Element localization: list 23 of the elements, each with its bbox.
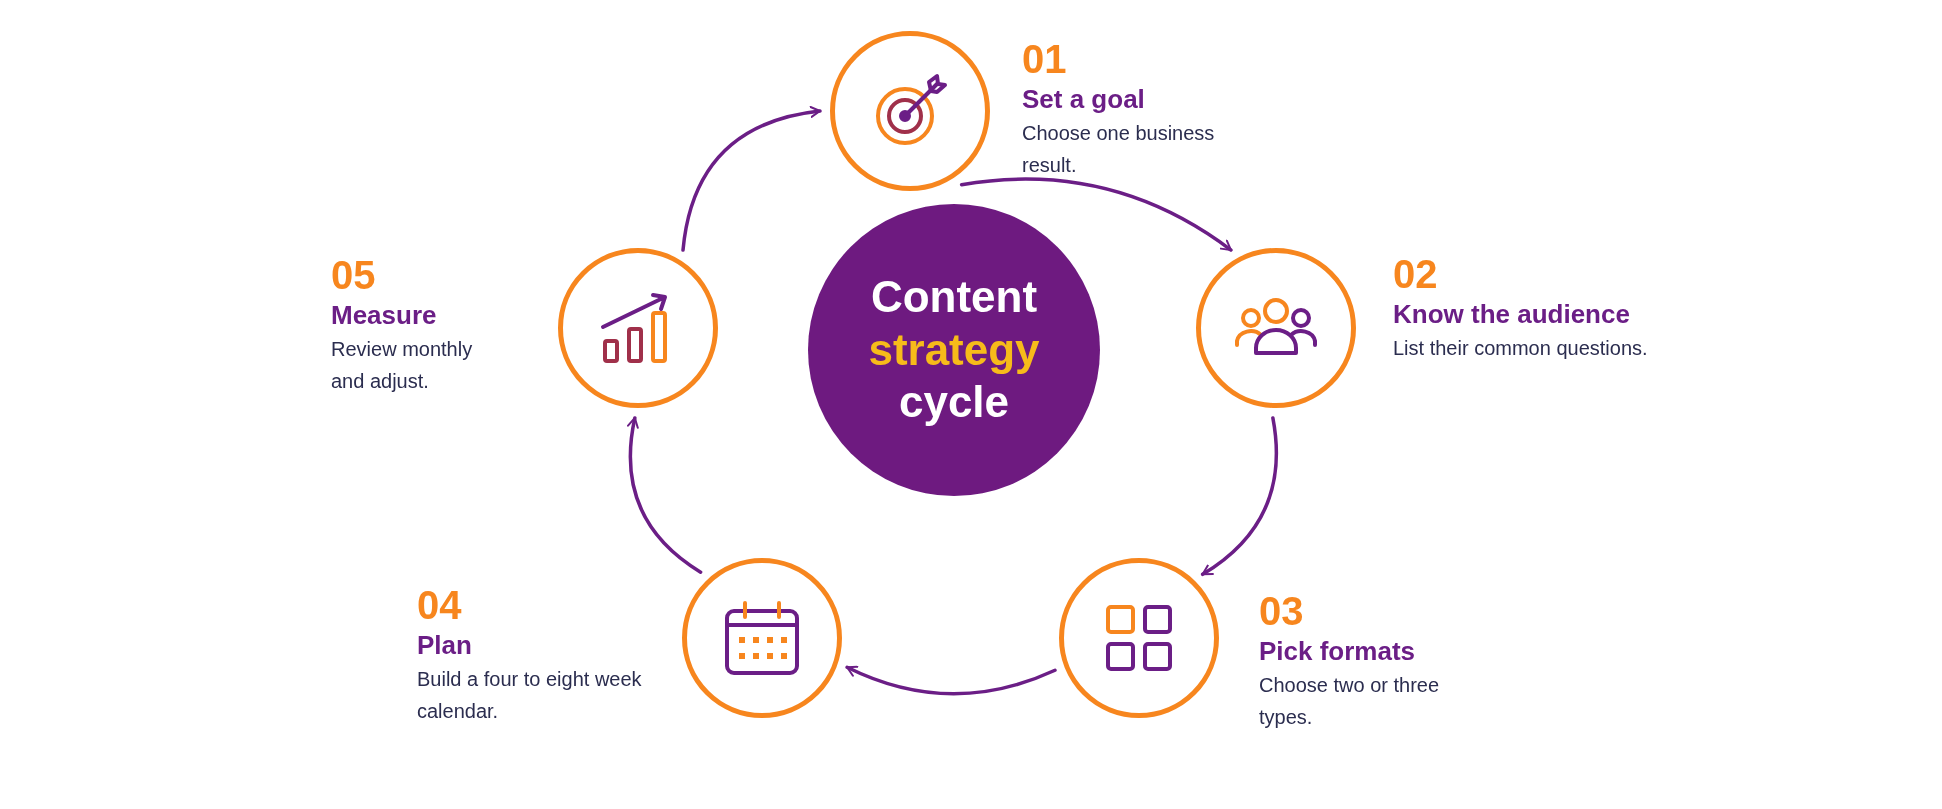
step-number: 05 [331,253,377,297]
hub-title: strategy [868,323,1040,376]
arrow [959,177,1233,252]
step-title: Know the audience [1393,298,1631,331]
step-title: Measure [331,299,438,332]
step-number: 04 [417,583,463,627]
step-description: Choose one business result. [1022,121,1216,179]
step-number: 02 [1393,252,1439,296]
arrow [681,106,822,252]
step-number: 03 [1259,589,1305,633]
step-title: Plan [417,629,473,662]
step-description: Review monthly and adjust. [331,337,474,395]
step-title: Set a goal [1022,83,1146,116]
step-description: Build a four to eight week calendar. [417,667,643,725]
hub-title: cycle [898,376,1010,429]
step-description: List their common questions. [1393,336,1649,362]
arrow [845,665,1057,696]
step-number: 01 [1022,37,1068,81]
arrow [1200,416,1279,577]
arrow [627,416,703,574]
step-description: Choose two or three types. [1259,673,1441,731]
hub-title: Content [870,270,1038,323]
step-title: Pick formats [1259,635,1417,668]
